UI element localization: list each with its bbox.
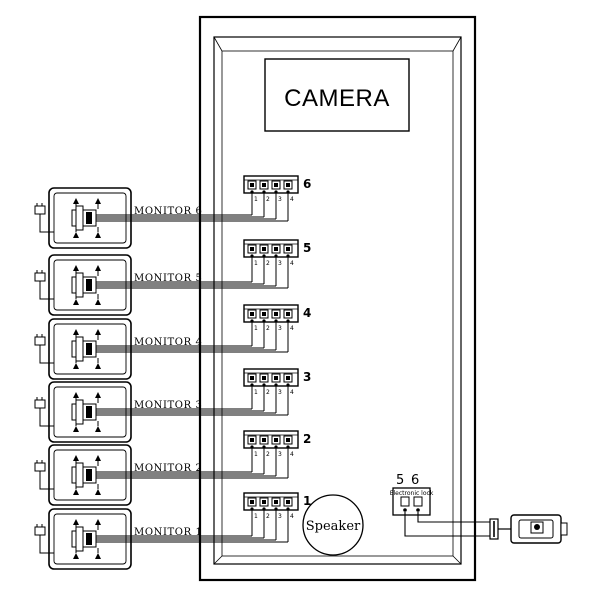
- monitor-screen: [53, 259, 127, 311]
- terminal-block: [243, 175, 299, 194]
- monitor-unit: MONITOR 3 3 1 2 3 4: [34, 368, 311, 443]
- electric-lock: [489, 514, 568, 544]
- pin-label: 3: [278, 513, 282, 520]
- pin-label: 2: [266, 451, 270, 458]
- bracket-icon: [71, 265, 101, 305]
- pin-label: 3: [278, 389, 282, 396]
- monitor-screen: [53, 192, 127, 244]
- pin-label: 4: [290, 196, 294, 203]
- monitor-wiring: [96, 193, 289, 222]
- camera-panel: [198, 15, 477, 582]
- pin-label: 3: [278, 196, 282, 203]
- pin-label: 3: [278, 451, 282, 458]
- camera-title: CAMERA: [284, 85, 390, 112]
- terminal-number: 2: [303, 432, 311, 446]
- power-plug-icon: [34, 203, 54, 233]
- pin-label: 1: [254, 260, 258, 267]
- terminal-number: 5: [303, 241, 311, 255]
- terminal-block: [243, 492, 299, 511]
- terminal-number: 1: [303, 494, 311, 508]
- lock-terminal-label-6: 6: [411, 473, 419, 488]
- power-plug-icon: [34, 270, 54, 300]
- monitor-label: MONITOR 2: [134, 463, 202, 474]
- lock-wiring: [404, 512, 492, 537]
- monitor-label: MONITOR 3: [134, 400, 202, 411]
- monitor-unit: MONITOR 6 6 1 2 3 4: [34, 175, 311, 249]
- pin-label: 2: [266, 389, 270, 396]
- camera-label-box: CAMERA: [264, 58, 410, 132]
- lock-terminal-label-5: 5: [396, 473, 404, 488]
- power-plug-icon: [34, 334, 54, 364]
- monitor-screen: [53, 323, 127, 375]
- pin-label: 3: [278, 260, 282, 267]
- pin-label: 1: [254, 196, 258, 203]
- pin-label: 4: [290, 325, 294, 332]
- power-plug-icon: [34, 460, 54, 490]
- terminal-number: 4: [303, 306, 311, 320]
- bracket-icon: [71, 392, 101, 432]
- bracket-icon: [71, 198, 101, 238]
- pin-label: 4: [290, 389, 294, 396]
- terminal-block: [243, 430, 299, 449]
- monitor-label: MONITOR 4: [134, 337, 202, 348]
- monitor-wiring: [96, 510, 289, 543]
- monitor-screen: [53, 449, 127, 501]
- pin-label: 1: [254, 389, 258, 396]
- monitor-screen: [53, 386, 127, 438]
- monitor-label: MONITOR 6: [134, 206, 202, 217]
- pin-label: 3: [278, 325, 282, 332]
- lock-terminal-block: 5 6 Electronic lock: [390, 473, 434, 516]
- monitor-unit: MONITOR 1 1 1 2 3 4: [34, 492, 311, 570]
- terminal-block: [243, 304, 299, 323]
- pin-label: 2: [266, 196, 270, 203]
- pin-label: 4: [290, 513, 294, 520]
- pin-label: 1: [254, 513, 258, 520]
- monitor-screen: [53, 513, 127, 565]
- monitor-unit: MONITOR 4 4 1 2 3 4: [34, 304, 311, 380]
- pin-label: 2: [266, 260, 270, 267]
- monitor-label: MONITOR 5: [134, 273, 202, 284]
- monitor-unit: MONITOR 2 2 1 2 3 4: [34, 430, 311, 506]
- terminal-number: 6: [303, 177, 311, 191]
- bracket-icon: [71, 455, 101, 495]
- pin-label: 1: [254, 451, 258, 458]
- pin-label: 2: [266, 513, 270, 520]
- monitor-wiring: [96, 386, 289, 416]
- monitor-wiring: [96, 322, 289, 353]
- pin-label: 2: [266, 325, 270, 332]
- terminal-number: 3: [303, 370, 311, 384]
- bracket-icon: [71, 519, 101, 559]
- monitor-wiring: [96, 257, 289, 289]
- monitor-unit: MONITOR 5 5 1 2 3 4: [34, 239, 311, 316]
- pin-label: 4: [290, 451, 294, 458]
- speaker-label: Speaker: [306, 519, 361, 534]
- bracket-icon: [71, 329, 101, 369]
- power-plug-icon: [34, 397, 54, 427]
- terminal-block: [243, 368, 299, 387]
- terminal-block: [243, 239, 299, 258]
- pin-label: 1: [254, 325, 258, 332]
- pin-label: 4: [290, 260, 294, 267]
- monitor-wiring: [96, 448, 289, 479]
- monitor-label: MONITOR 1: [134, 527, 202, 538]
- speaker: Speaker: [302, 494, 364, 556]
- lock-terminal-caption: Electronic lock: [390, 490, 434, 497]
- power-plug-icon: [34, 524, 54, 554]
